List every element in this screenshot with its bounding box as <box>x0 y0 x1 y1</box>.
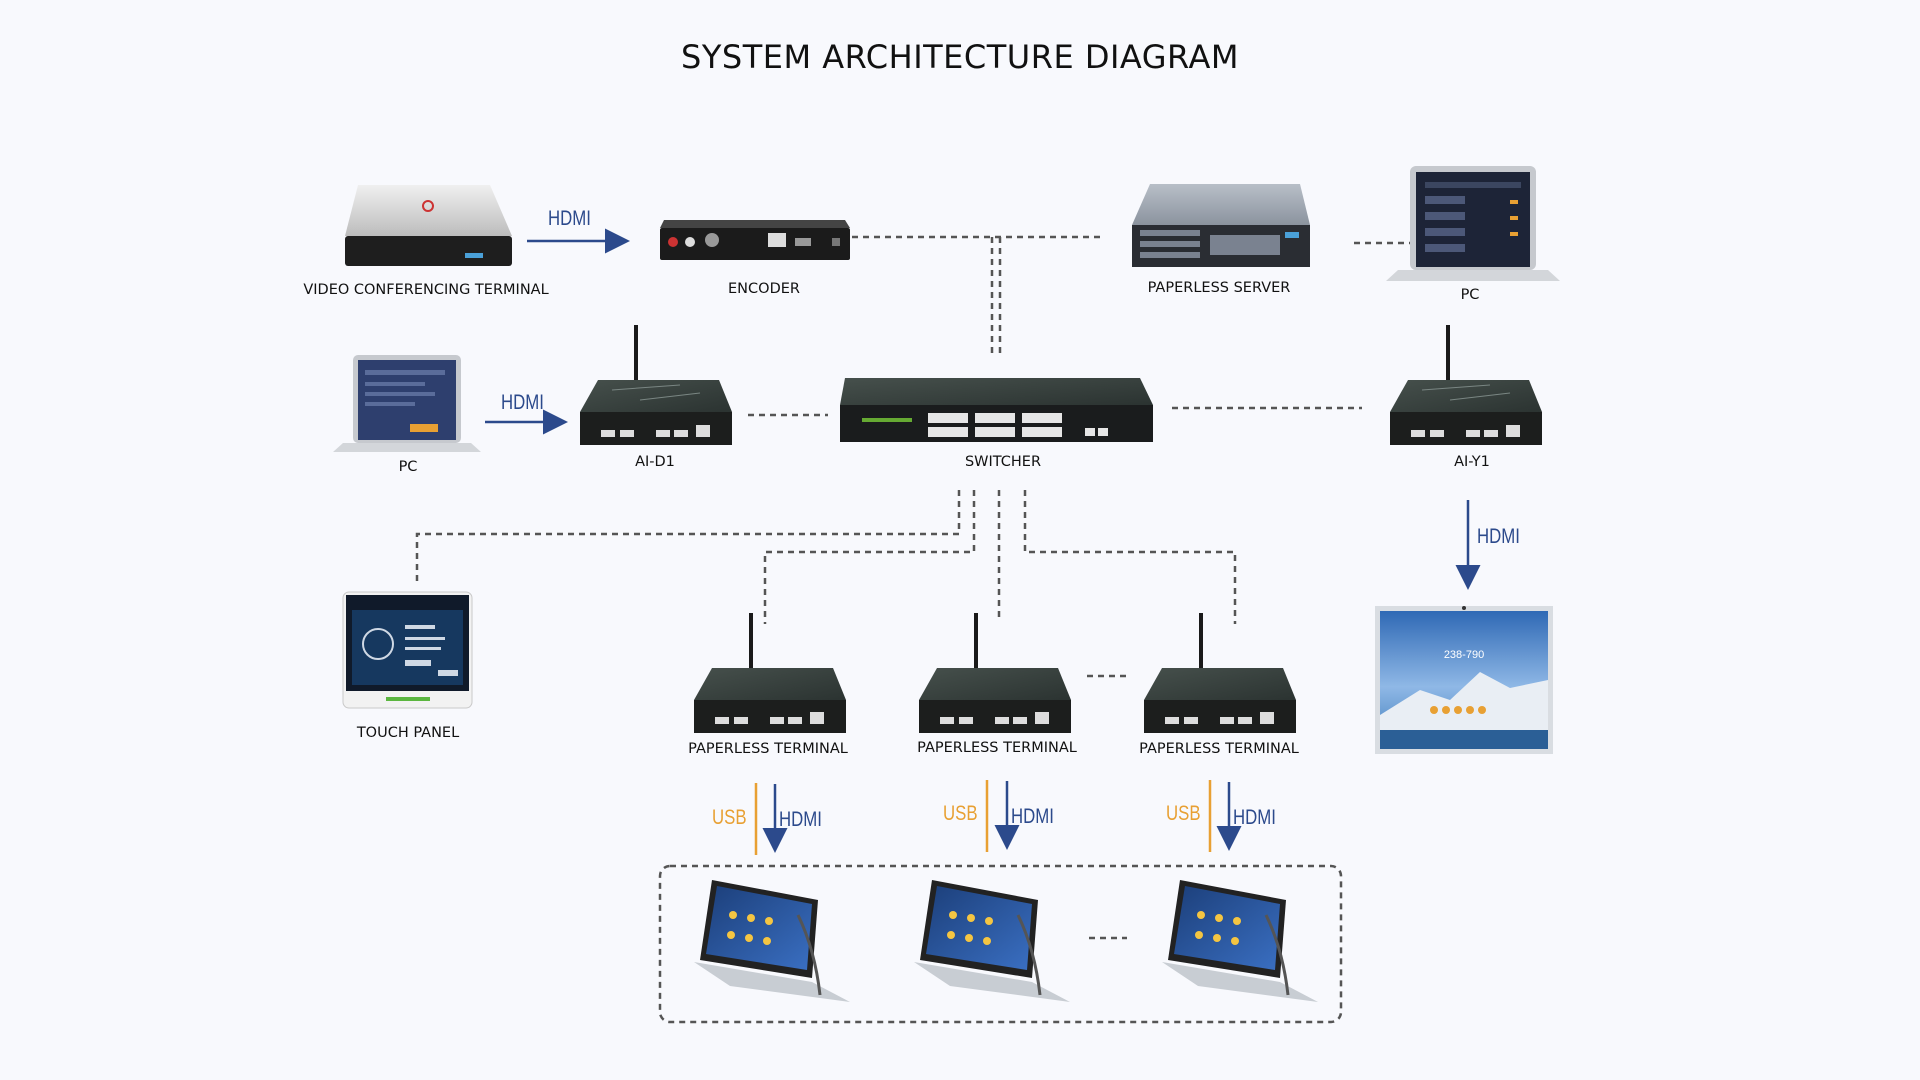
usb-label-3: USB <box>1166 802 1201 825</box>
hdmi-label-1: HDMI <box>779 808 822 831</box>
encoder-label: ENCODER <box>728 281 800 297</box>
paperless-server-icon <box>1132 184 1310 267</box>
large-display-icon: 238-790 <box>1375 606 1553 754</box>
video-conferencing-terminal-label: VIDEO CONFERENCING TERMINAL <box>303 282 549 298</box>
usb-label-1: USB <box>712 806 747 829</box>
paperless-terminal-2-icon <box>919 613 1071 733</box>
paperless-terminal-1-label: PAPERLESS TERMINAL <box>688 741 848 757</box>
pc-left-icon <box>333 355 481 452</box>
usb-label-2: USB <box>943 802 978 825</box>
conference-tablet-3-icon <box>1162 880 1318 1002</box>
switcher-icon <box>840 378 1153 442</box>
video-conferencing-terminal-icon <box>345 185 512 266</box>
paperless-server-label: PAPERLESS SERVER <box>1147 280 1291 296</box>
ai-d1-label: AI-D1 <box>635 454 675 470</box>
diagram-title: SYSTEM ARCHITECTURE DIAGRAM <box>681 38 1239 76</box>
paperless-terminal-3-label: PAPERLESS TERMINAL <box>1139 741 1299 757</box>
pc-left-label: PC <box>398 459 418 475</box>
pc-top-right-icon <box>1386 166 1560 281</box>
paperless-terminal-2-label: PAPERLESS TERMINAL <box>917 740 1077 756</box>
hdmi-label-display: HDMI <box>1477 525 1520 548</box>
hdmi-label-ai-d1: HDMI <box>501 391 544 414</box>
ai-y1-icon <box>1390 325 1542 445</box>
paperless-terminal-3-icon <box>1144 613 1296 733</box>
hdmi-label-3: HDMI <box>1233 806 1276 829</box>
encoder-icon <box>660 220 850 260</box>
hdmi-arrows <box>485 228 1481 853</box>
ai-d1-icon <box>580 325 732 445</box>
usb-lines <box>754 780 1212 855</box>
switcher-label: SWITCHER <box>964 454 1042 470</box>
network-connectors <box>415 235 1422 1024</box>
touch-panel-icon <box>342 591 473 709</box>
paperless-terminal-1-icon <box>694 613 846 733</box>
display-clock: 238-790 <box>1444 649 1484 661</box>
hdmi-label-encoder: HDMI <box>548 207 591 230</box>
conference-tablet-2-icon <box>914 880 1070 1002</box>
ai-y1-label: AI-Y1 <box>1454 454 1490 470</box>
touch-panel-label: TOUCH PANEL <box>356 725 460 741</box>
pc-top-right-label: PC <box>1460 287 1480 303</box>
hdmi-label-2: HDMI <box>1011 805 1054 828</box>
conference-tablet-1-icon <box>694 880 850 1002</box>
